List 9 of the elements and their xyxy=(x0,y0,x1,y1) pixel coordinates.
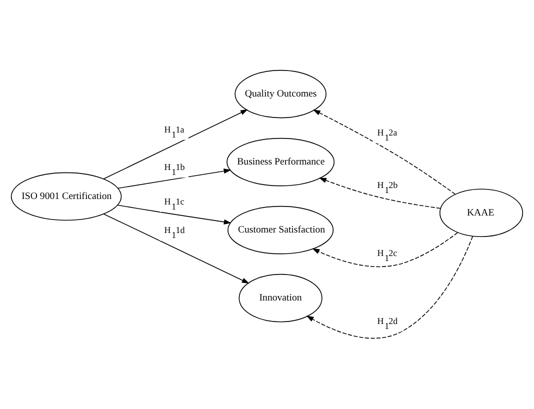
node-ellipse: ISO 9001 Certification xyxy=(10,172,122,221)
arrow xyxy=(118,168,232,189)
arrow xyxy=(306,236,474,339)
node-ellipse: Quality Outcomes xyxy=(234,70,326,118)
arrow xyxy=(312,232,458,268)
node-ellipse: Business Performance xyxy=(226,138,335,186)
arrow xyxy=(117,204,232,224)
arrow xyxy=(103,214,250,284)
node-ellipse: KAAE xyxy=(439,188,524,238)
